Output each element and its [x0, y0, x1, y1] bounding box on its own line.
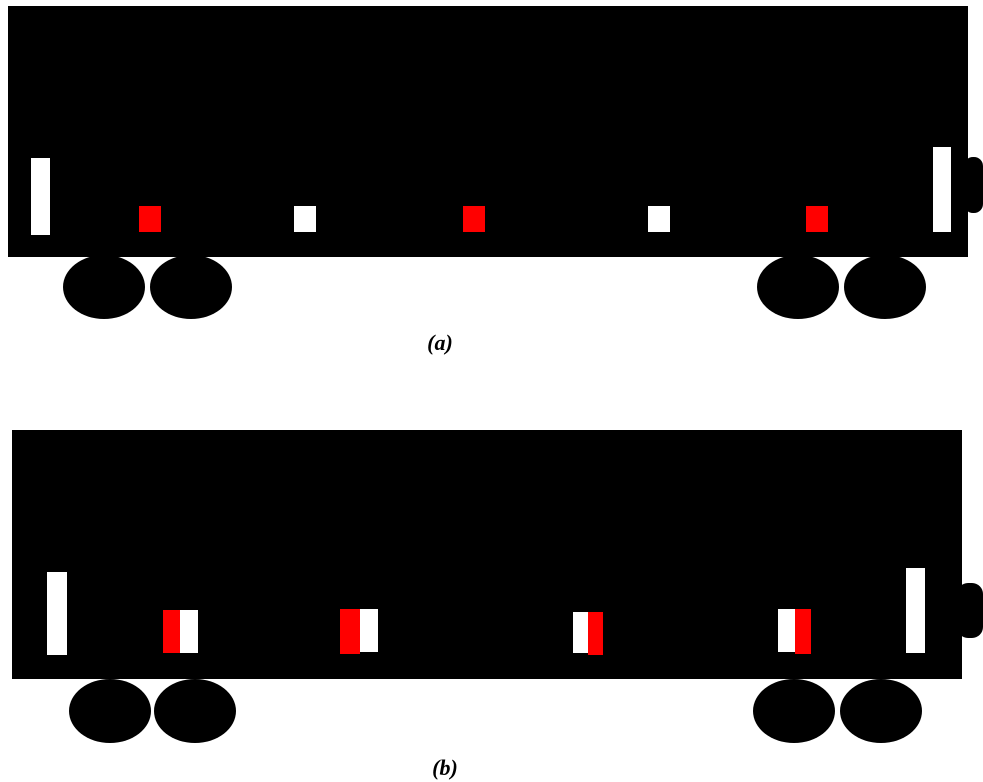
marker-b-4-red: [795, 609, 811, 654]
wheel-a-1: [63, 255, 145, 319]
wheel-b-3: [753, 679, 835, 743]
wheel-a-2: [150, 255, 232, 319]
marker-a-4: [648, 206, 670, 232]
wheel-b-4: [840, 679, 922, 743]
end-marker-right-b: [906, 568, 925, 653]
marker-a-1: [139, 206, 161, 232]
marker-b-1-white: [180, 610, 198, 653]
caption-a: (a): [427, 330, 453, 355]
marker-b-2-white: [360, 609, 378, 652]
marker-a-2: [294, 206, 316, 232]
wheel-b-2: [154, 679, 236, 743]
panel-b: (b): [12, 430, 983, 780]
wheel-a-4: [844, 255, 926, 319]
end-marker-left-b: [47, 572, 67, 655]
end-marker-right-a: [933, 147, 951, 232]
panel-a: (a): [8, 6, 983, 355]
caption-b: (b): [432, 755, 458, 780]
wheel-b-1: [69, 679, 151, 743]
marker-a-3: [463, 206, 485, 232]
wheel-a-3: [757, 255, 839, 319]
coupler-a: [964, 157, 983, 213]
car-body-b: [12, 430, 962, 679]
marker-b-2-red: [340, 609, 360, 654]
marker-a-5: [806, 206, 828, 232]
marker-b-1-red: [163, 610, 180, 653]
marker-b-3-red: [588, 612, 603, 655]
marker-b-3-white: [573, 612, 588, 653]
marker-b-4-white: [778, 609, 795, 652]
end-marker-left-a: [31, 158, 50, 235]
coupler-b: [957, 583, 983, 638]
